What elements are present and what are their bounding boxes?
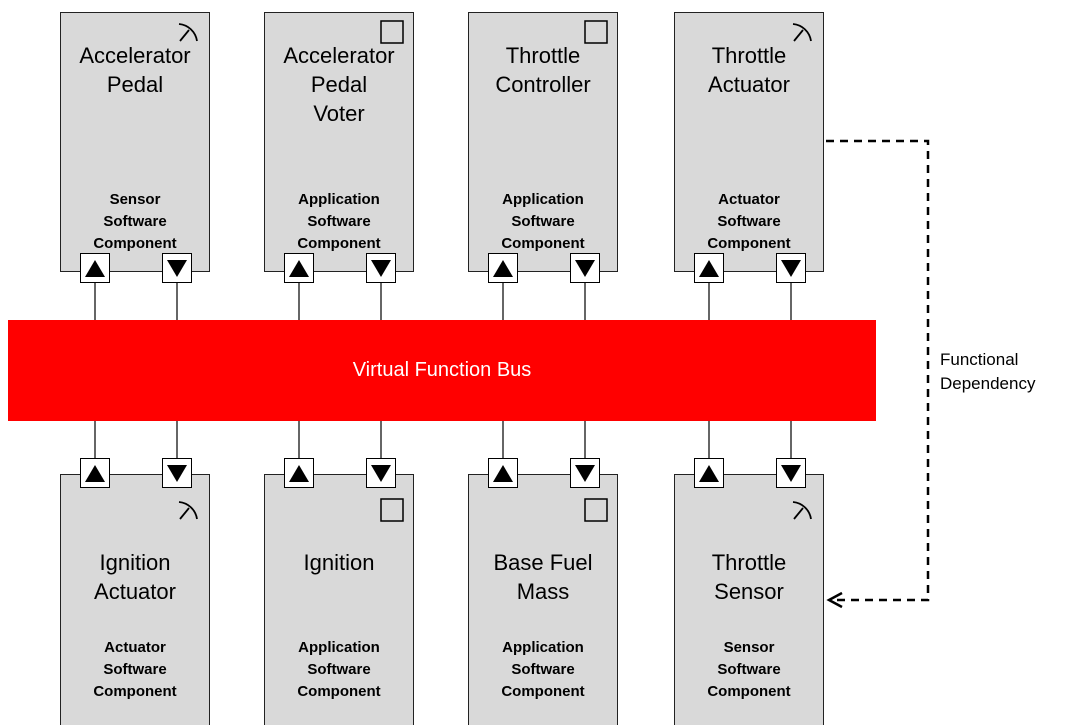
- component-accelerator-pedal[interactable]: Accelerator Pedal Sensor Software Compon…: [60, 12, 210, 272]
- arrow-up-icon: [493, 464, 513, 482]
- arrow-down-icon: [781, 464, 801, 482]
- gauge-icon: [178, 501, 198, 520]
- arrow-down-icon: [575, 259, 595, 277]
- port-out[interactable]: [366, 458, 396, 488]
- component-throttle-controller[interactable]: Throttle Controller Application Software…: [468, 12, 618, 272]
- port-out[interactable]: [776, 253, 806, 283]
- port-out[interactable]: [570, 253, 600, 283]
- component-type: Actuator Software Component: [93, 639, 177, 700]
- port-in[interactable]: [694, 458, 724, 488]
- arrow-up-icon: [85, 259, 105, 277]
- port-in[interactable]: [488, 253, 518, 283]
- arrow-up-icon: [493, 259, 513, 277]
- arrow-down-icon: [371, 464, 391, 482]
- component-ignition-actuator[interactable]: Ignition Actuator Actuator Software Comp…: [60, 474, 210, 725]
- component-type: Sensor Software Component: [707, 639, 791, 700]
- gauge-icon: [792, 501, 812, 520]
- component-type: Actuator Software Component: [707, 191, 791, 252]
- port-in[interactable]: [284, 458, 314, 488]
- component-throttle-sensor[interactable]: Throttle Sensor Sensor Software Componen…: [674, 474, 824, 725]
- component-type: Sensor Software Component: [93, 191, 177, 252]
- arrow-down-icon: [167, 259, 187, 277]
- port-out[interactable]: [162, 458, 192, 488]
- component-name: Accelerator Pedal Voter: [283, 43, 395, 126]
- port-out[interactable]: [776, 458, 806, 488]
- square-icon: [584, 20, 608, 44]
- port-out[interactable]: [162, 253, 192, 283]
- port-out[interactable]: [366, 253, 396, 283]
- arrow-down-icon: [575, 464, 595, 482]
- gauge-icon: [792, 23, 812, 42]
- dependency-arrow: [826, 139, 930, 602]
- arrow-up-icon: [289, 259, 309, 277]
- port-in[interactable]: [694, 253, 724, 283]
- square-icon: [584, 498, 608, 522]
- component-name: Ignition Actuator: [94, 550, 176, 604]
- square-icon: [380, 498, 404, 522]
- component-name: Accelerator Pedal: [79, 43, 191, 97]
- component-name: Throttle Actuator: [708, 43, 790, 97]
- component-throttle-actuator[interactable]: Throttle Actuator Actuator Software Comp…: [674, 12, 824, 272]
- component-name: Ignition: [303, 550, 375, 575]
- square-icon: [380, 20, 404, 44]
- port-in[interactable]: [488, 458, 518, 488]
- component-ignition[interactable]: Ignition Application Software Component: [264, 474, 414, 725]
- port-in[interactable]: [80, 458, 110, 488]
- arrow-up-icon: [699, 464, 719, 482]
- dependency-label: Functional Dependency: [940, 350, 1036, 393]
- component-accelerator-pedal-voter[interactable]: Accelerator Pedal Voter Application Soft…: [264, 12, 414, 272]
- component-base-fuel-mass[interactable]: Base Fuel Mass Application Software Comp…: [468, 474, 618, 725]
- arrow-down-icon: [781, 259, 801, 277]
- component-type: Application Software Component: [501, 191, 585, 252]
- virtual-function-bus: [8, 320, 876, 421]
- port-in[interactable]: [80, 253, 110, 283]
- component-name: Base Fuel Mass: [493, 550, 593, 604]
- component-type: Application Software Component: [501, 639, 585, 700]
- component-type: Application Software Component: [297, 639, 381, 700]
- port-out[interactable]: [570, 458, 600, 488]
- dependency-arrowhead: [826, 591, 843, 609]
- component-name: Throttle Sensor: [711, 550, 787, 604]
- component-name: Throttle Controller: [495, 43, 591, 97]
- bus-label: Virtual Function Bus: [352, 359, 532, 381]
- arrow-down-icon: [371, 259, 391, 277]
- arrow-up-icon: [699, 259, 719, 277]
- component-type: Application Software Component: [297, 191, 381, 252]
- gauge-icon: [178, 23, 198, 42]
- arrow-up-icon: [289, 464, 309, 482]
- arrow-up-icon: [85, 464, 105, 482]
- port-in[interactable]: [284, 253, 314, 283]
- arrow-down-icon: [167, 464, 187, 482]
